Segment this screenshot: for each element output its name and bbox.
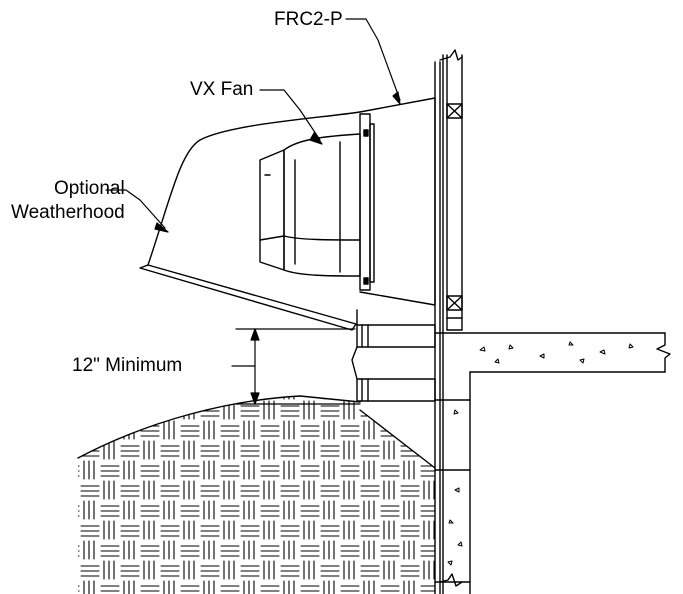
minimum-clearance-label: 12" Minimum — [72, 355, 183, 376]
ground-slope — [359, 409, 436, 469]
leader-lines — [105, 18, 401, 233]
wall-framing — [434, 49, 463, 594]
minimum-dimension — [231, 328, 361, 405]
concrete-slab — [434, 332, 671, 594]
weatherhood-label-line2: Weatherhood — [11, 202, 125, 223]
sill-blocks — [351, 309, 436, 402]
weatherhood-label: Optional Weatherhood — [11, 177, 125, 225]
frc2p-label: FRC2-P — [274, 9, 343, 30]
frc2p-collar — [359, 97, 436, 306]
ground-line — [77, 395, 361, 459]
mounting-flange — [359, 113, 375, 291]
weatherhood — [139, 111, 361, 331]
soil-hatch — [78, 396, 435, 594]
vx-fan-body — [259, 133, 361, 277]
weatherhood-label-line1: Optional — [53, 178, 125, 199]
vx-fan-label: VX Fan — [190, 79, 254, 100]
